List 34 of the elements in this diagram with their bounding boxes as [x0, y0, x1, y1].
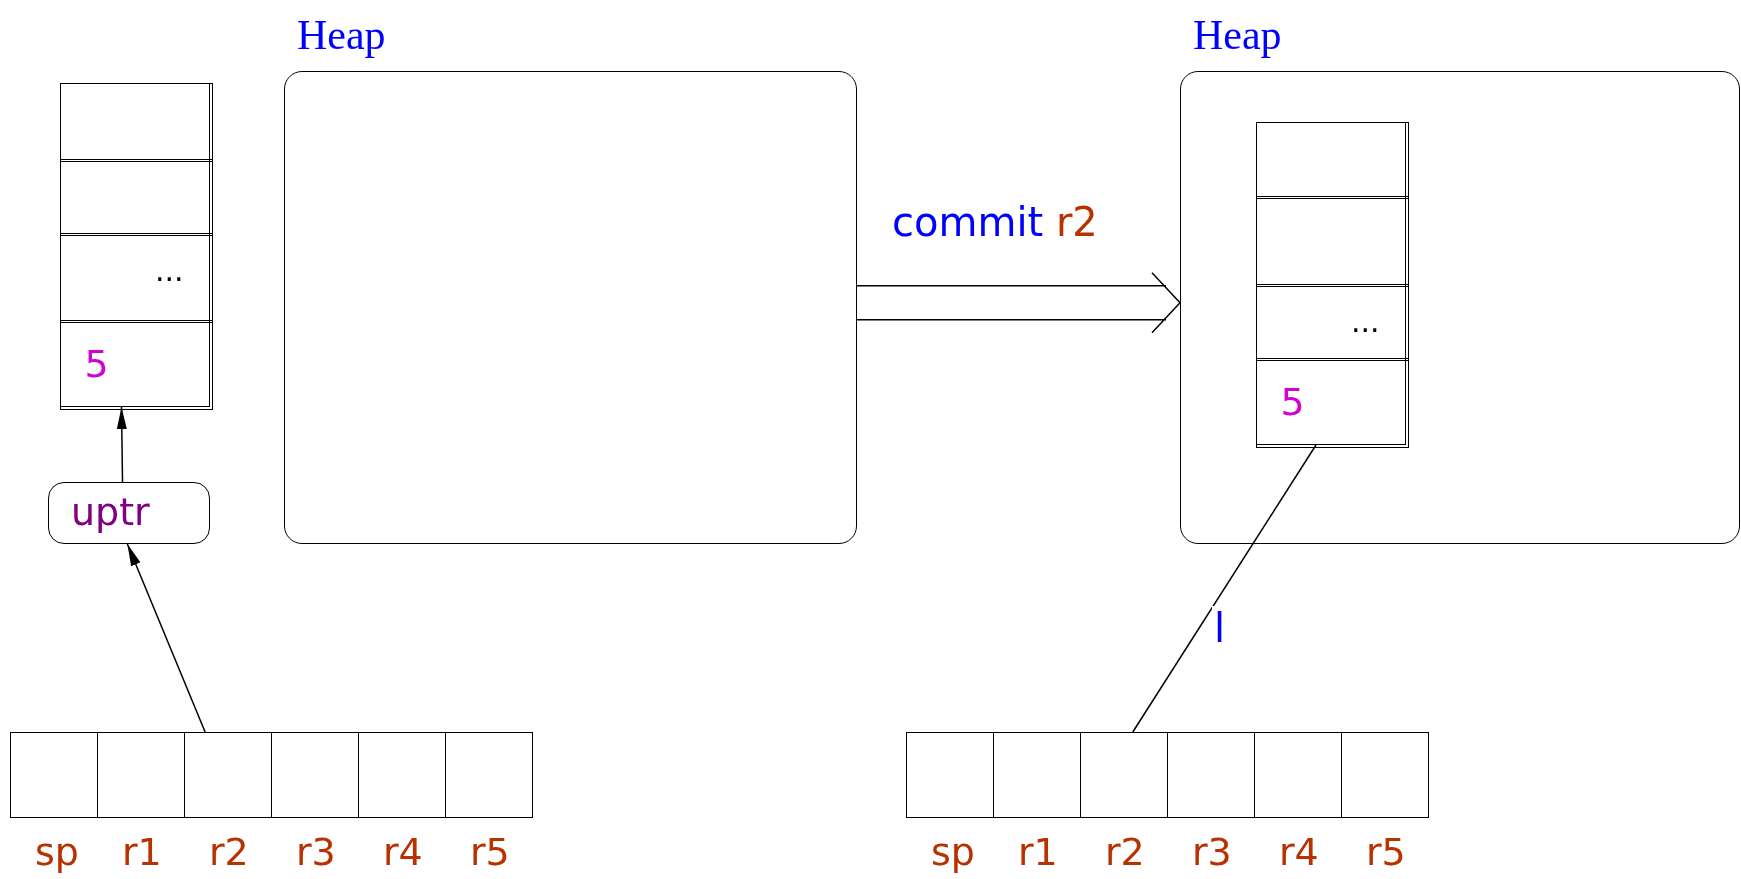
memory-cell	[1255, 283, 1409, 361]
arrow	[116, 406, 127, 483]
ellipsis: ...	[154, 255, 184, 286]
register-name: r4	[1279, 833, 1319, 871]
register-name: r5	[1366, 833, 1406, 871]
register-name: r4	[383, 833, 423, 871]
cell-value: 5	[84, 344, 109, 383]
memory-cell	[1255, 121, 1409, 199]
memory-cell	[59, 82, 213, 162]
register-name: r3	[1192, 833, 1232, 871]
memory-block	[60, 83, 210, 407]
register-name: r5	[470, 833, 510, 871]
heap-heading: Heap	[297, 14, 386, 56]
pointer-name: uptr	[71, 493, 150, 531]
register-name: r3	[296, 833, 336, 871]
register-name: r1	[1018, 833, 1058, 871]
memory-cell	[59, 319, 213, 410]
register-name: r2	[209, 833, 249, 871]
memory-cell	[59, 158, 213, 236]
ellipsis: ...	[1350, 306, 1380, 337]
register-name: sp	[931, 833, 975, 871]
memory-cell	[1255, 357, 1409, 448]
memory-block	[1256, 122, 1406, 445]
cell-value: 5	[1280, 382, 1305, 421]
pointer-box	[48, 482, 210, 544]
register-name: r2	[1105, 833, 1145, 871]
register-name: sp	[35, 833, 79, 871]
memory-cell	[1255, 195, 1409, 287]
register-name: r1	[122, 833, 162, 871]
connector-line	[1132, 444, 1317, 733]
arrow	[126, 543, 206, 733]
heap-heading: Heap	[1193, 14, 1282, 56]
implies-arrow	[856, 272, 1182, 334]
memory-cell	[59, 232, 213, 323]
